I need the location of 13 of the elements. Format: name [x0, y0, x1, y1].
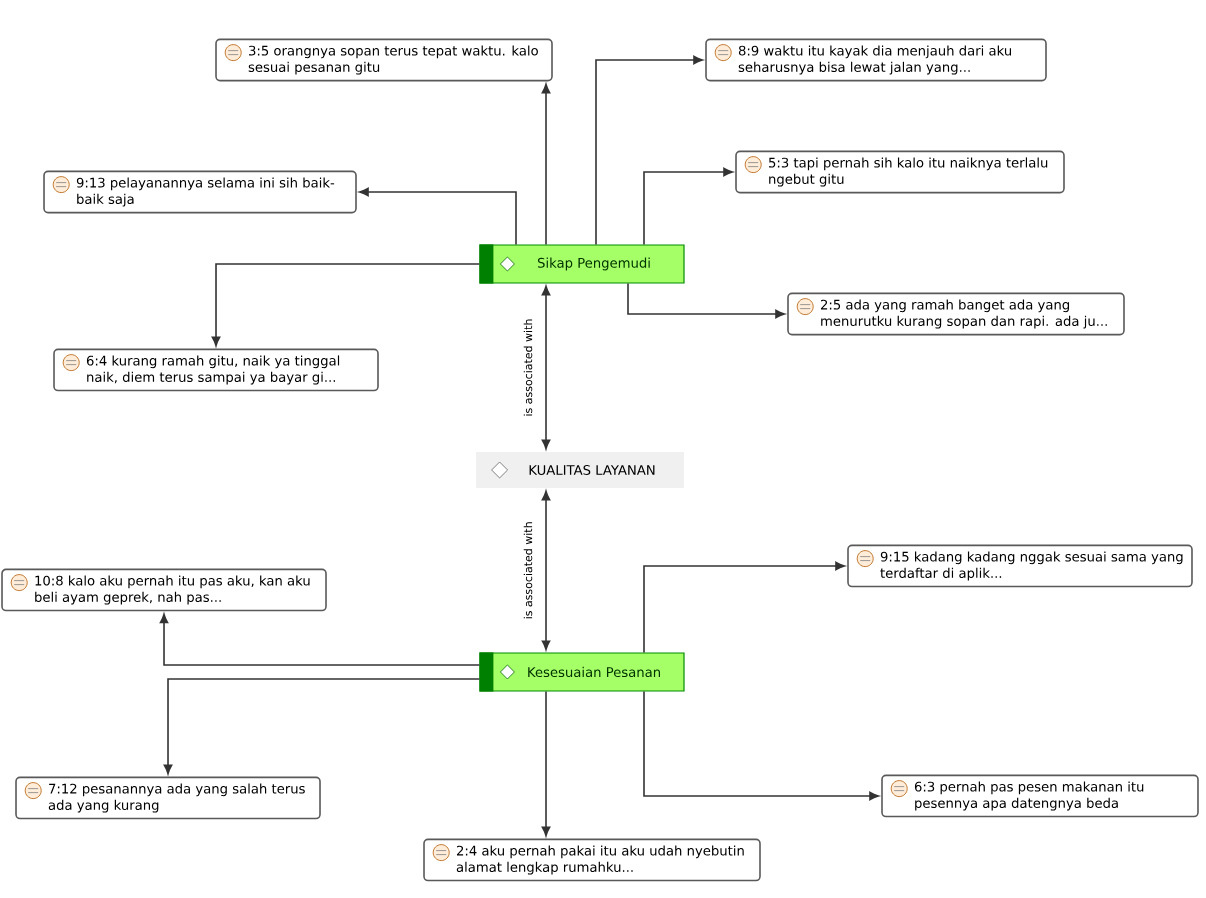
arrow [359, 187, 517, 246]
arrow [211, 263, 481, 347]
arrow [541, 690, 551, 837]
arrow [163, 678, 481, 775]
arrow [643, 167, 733, 246]
arrow [595, 55, 703, 246]
arrow [643, 690, 879, 801]
arrow [541, 285, 551, 450]
arrow [159, 613, 481, 666]
arrow [541, 83, 551, 246]
arrow [643, 561, 845, 654]
arrow [541, 490, 551, 651]
arrow [627, 282, 785, 319]
